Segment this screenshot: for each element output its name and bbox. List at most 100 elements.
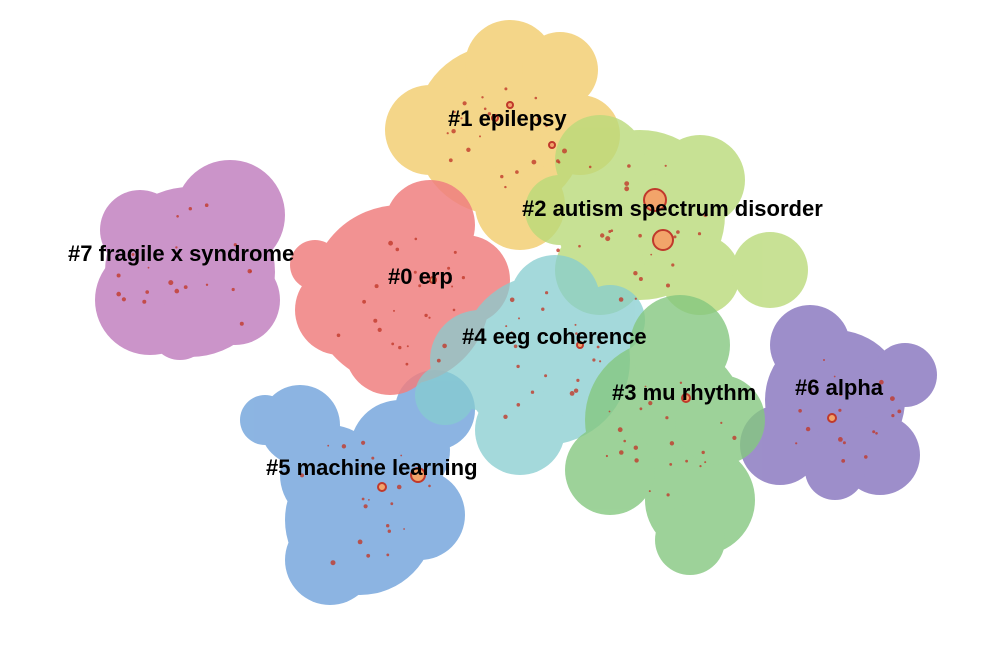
citation-node (644, 385, 647, 388)
citation-node-highlighted (491, 114, 499, 122)
citation-node (720, 421, 723, 424)
citation-node (366, 553, 371, 558)
cluster-3-blob[interactable] (565, 295, 765, 575)
citation-node (605, 236, 611, 242)
citation-node (697, 232, 702, 236)
cluster-0-label: #0 erp (388, 264, 453, 289)
citation-node (447, 266, 451, 270)
citation-node (388, 240, 393, 246)
citation-node (798, 409, 802, 413)
citation-node-highlighted (643, 188, 667, 212)
cluster-3-label: #3 mu rhythm (612, 380, 756, 405)
citation-node (588, 165, 592, 169)
citation-node (361, 497, 365, 501)
citation-node (145, 290, 149, 294)
citation-node (176, 215, 179, 218)
citation-node (624, 181, 630, 187)
citation-node (503, 414, 508, 419)
citation-node (142, 299, 147, 304)
citation-node (396, 484, 402, 490)
citation-node (386, 553, 390, 557)
citation-node (600, 233, 605, 238)
citation-node (536, 117, 540, 121)
citation-node (605, 454, 609, 458)
citation-node (462, 101, 467, 106)
cluster-1-label: #1 epilepsy (448, 106, 567, 131)
citation-node (833, 375, 836, 378)
citation-node (373, 318, 378, 323)
citation-node (839, 393, 843, 396)
citation-node (676, 230, 680, 234)
citation-node (541, 307, 545, 311)
citation-node (673, 235, 677, 239)
cluster-labels: #1 epilepsy #2 autism spectrum disorder … (68, 106, 884, 480)
citation-node (239, 321, 244, 326)
citation-node (599, 360, 602, 363)
citation-node (515, 170, 519, 174)
citation-node (487, 112, 492, 116)
citation-node (428, 316, 431, 319)
citation-node (545, 291, 549, 295)
citation-node (377, 327, 382, 332)
cluster-6-blob[interactable] (740, 305, 937, 500)
citation-node (703, 212, 708, 218)
citation-node (823, 359, 825, 361)
citation-node (451, 285, 454, 288)
citation-node (685, 459, 688, 463)
citation-node (638, 277, 643, 281)
cluster-5-blob[interactable] (240, 370, 475, 605)
citation-node (336, 333, 341, 338)
citation-node (466, 147, 471, 152)
citation-node (509, 297, 515, 303)
citation-node (701, 450, 705, 455)
citation-node-highlighted (681, 393, 691, 403)
citation-node (531, 159, 537, 165)
citation-node (188, 207, 192, 211)
citation-node (664, 164, 667, 167)
cluster-2-label: #2 autism spectrum disorder (522, 196, 823, 221)
citation-node (805, 426, 811, 432)
citation-node (341, 444, 347, 449)
cluster-7-blob[interactable] (95, 160, 285, 360)
citation-node (131, 253, 135, 256)
citation-node (460, 117, 463, 120)
citation-node (578, 244, 581, 248)
citation-node (452, 308, 456, 312)
citation-node (398, 345, 402, 350)
citation-node (575, 332, 578, 335)
citation-node (704, 461, 707, 464)
citation-node (390, 502, 394, 506)
citation-node (391, 342, 395, 346)
citation-node (608, 410, 611, 413)
cluster-blobs (95, 20, 937, 605)
citation-node (879, 379, 884, 385)
citation-node (608, 230, 612, 233)
citation-node-highlighted (576, 341, 584, 349)
citation-node (300, 473, 304, 478)
citation-node (406, 345, 409, 348)
citation-node (500, 174, 504, 179)
citation-node (872, 430, 876, 434)
citation-node (424, 313, 428, 318)
citation-node (808, 389, 813, 393)
citation-node (453, 250, 457, 254)
citation-node (732, 435, 737, 440)
citation-node (648, 490, 651, 493)
citation-node (576, 378, 580, 382)
citation-node (174, 288, 180, 294)
citation-node (400, 454, 403, 457)
citation-node (386, 524, 390, 528)
citation-node (633, 271, 638, 276)
citation-node (573, 388, 579, 393)
citation-node (453, 110, 456, 114)
citation-node (204, 203, 209, 207)
citation-node (233, 243, 237, 247)
citation-nodes (116, 87, 902, 566)
citation-node (504, 87, 508, 91)
citation-node (483, 107, 487, 111)
citation-node (897, 409, 902, 414)
citation-node (618, 297, 624, 302)
cluster-6-label: #6 alpha (795, 375, 884, 400)
citation-node (592, 358, 596, 362)
